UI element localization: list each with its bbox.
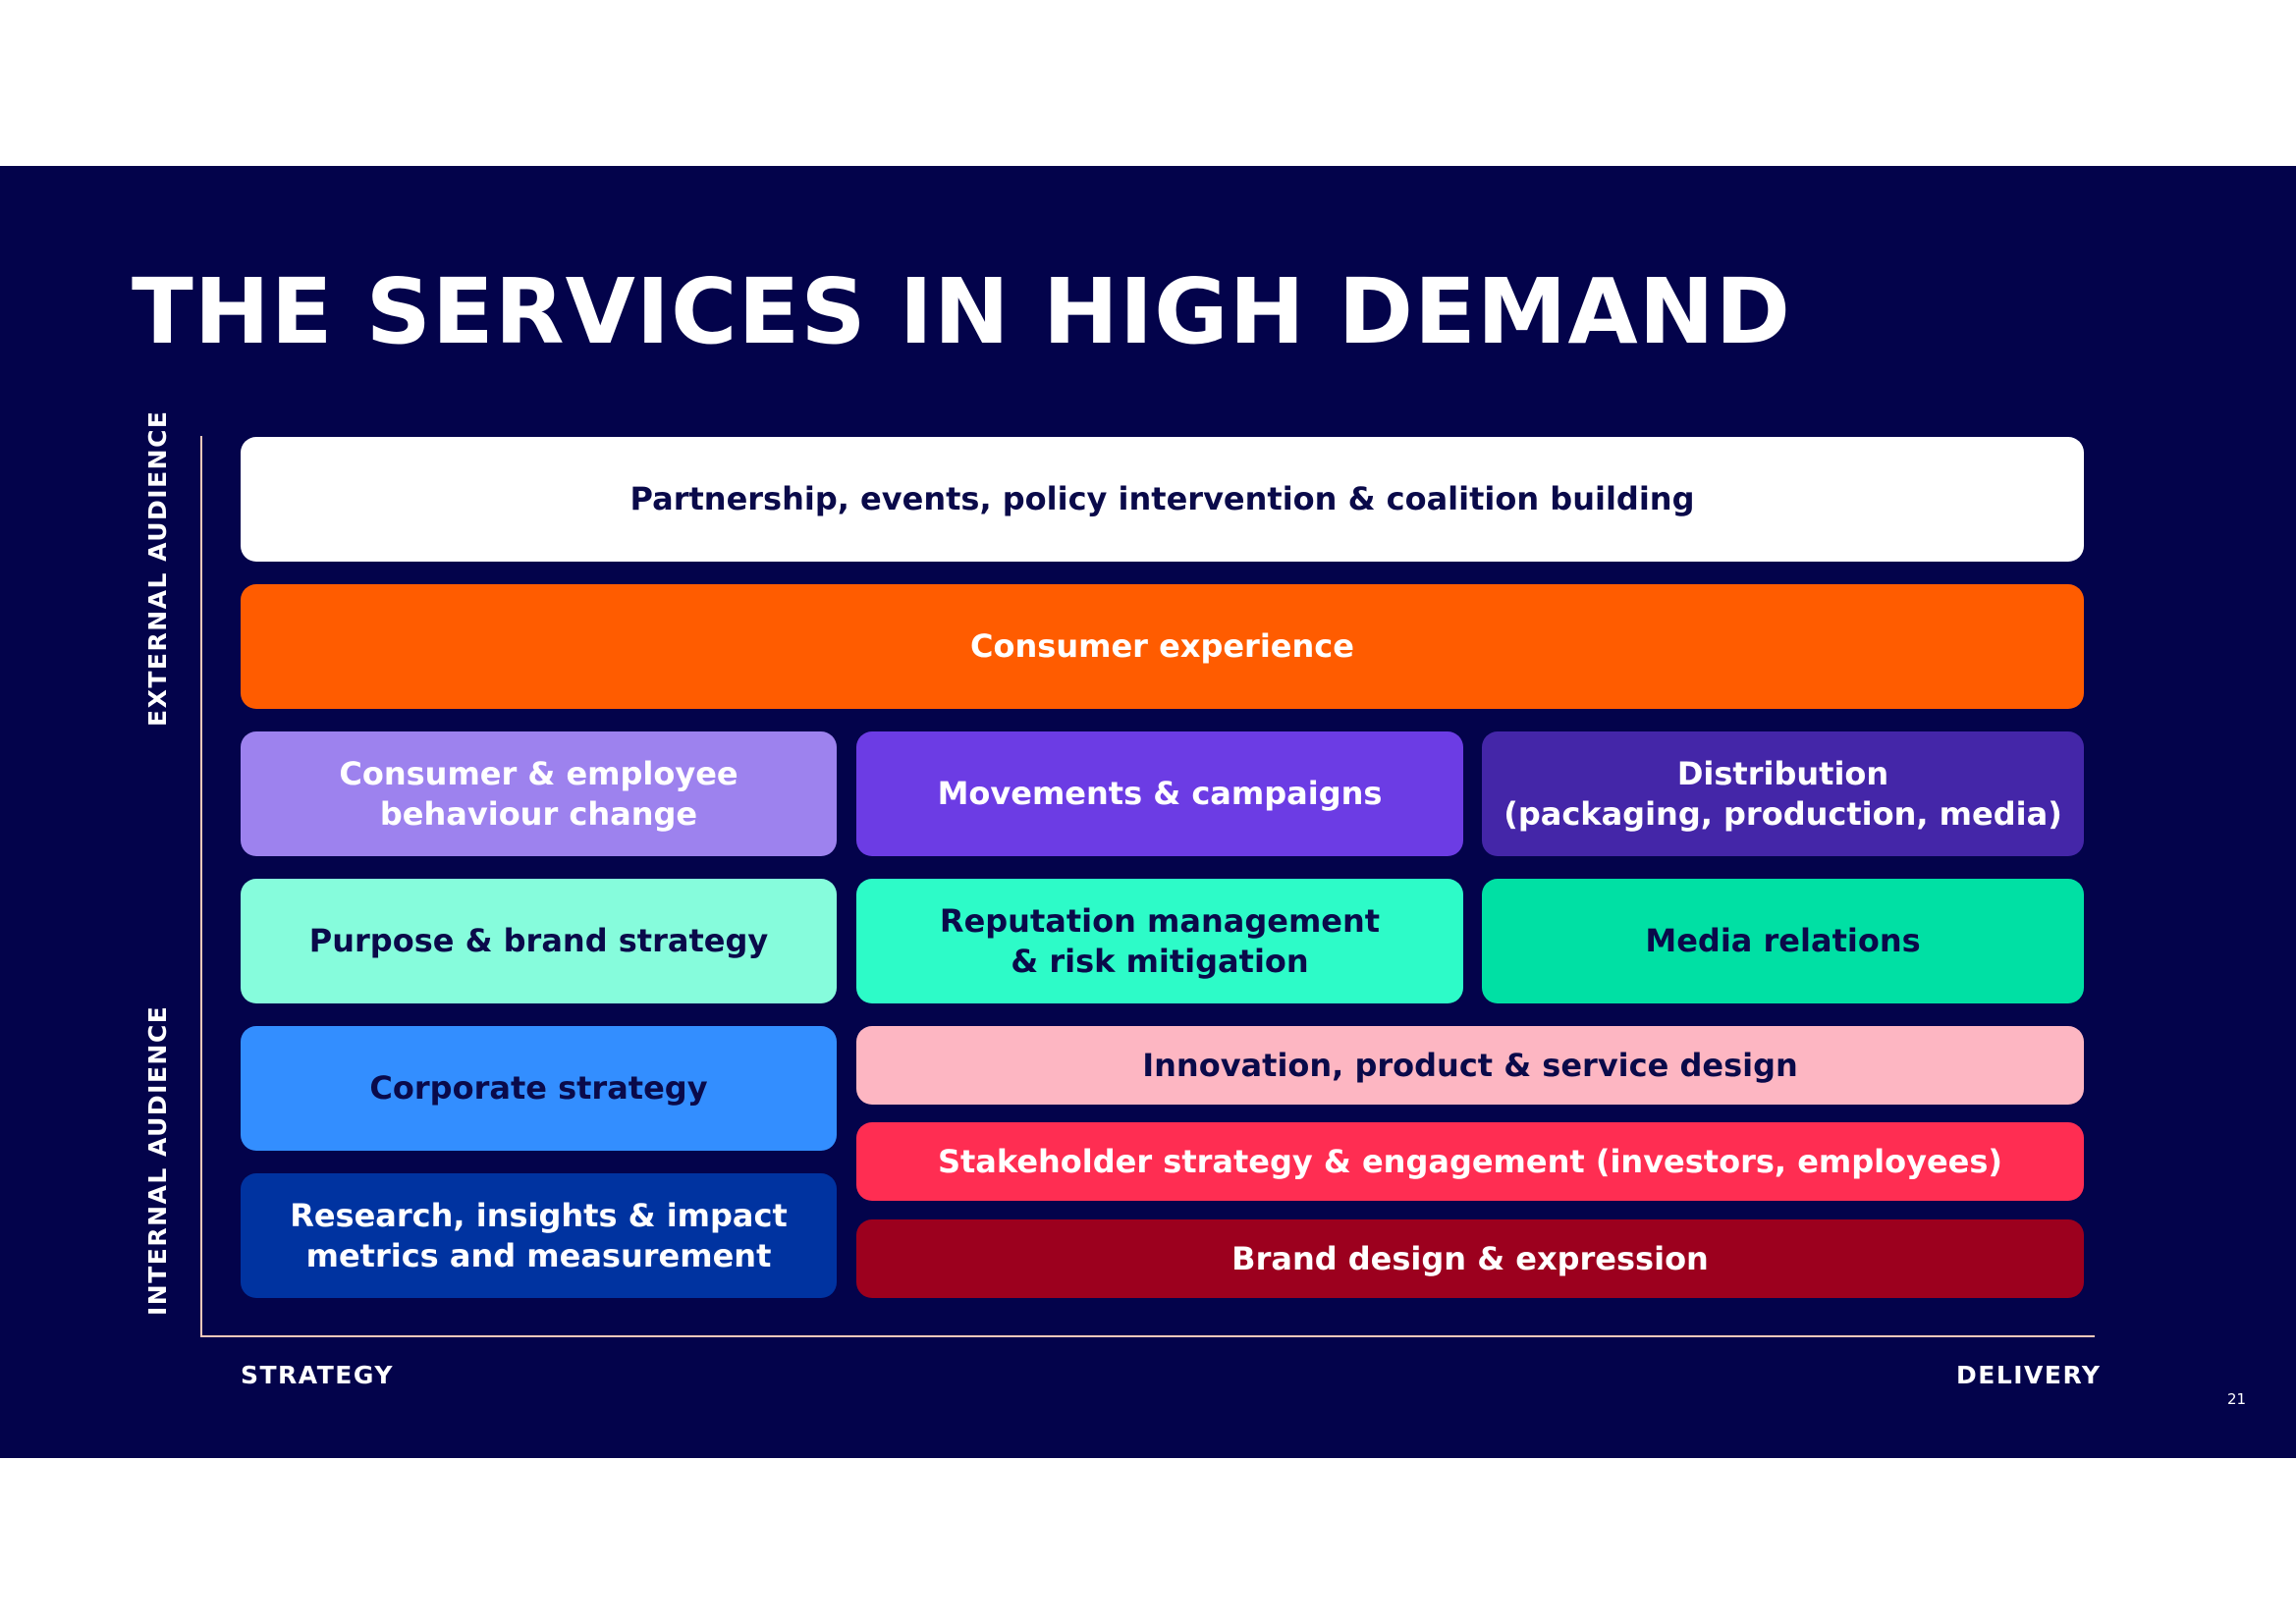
service-media-relations: Media relations (1482, 879, 2084, 1003)
y-axis-label-internal: INTERNAL AUDIENCE (143, 1004, 172, 1316)
page-title: THE SERVICES IN HIGH DEMAND (132, 259, 1792, 364)
y-axis-line (200, 436, 202, 1337)
service-corporate-strategy: Corporate strategy (241, 1026, 837, 1151)
service-research-insights: Research, insights & impact metrics and … (241, 1173, 837, 1298)
service-innovation-design: Innovation, product & service design (856, 1026, 2084, 1105)
service-brand-design: Brand design & expression (856, 1219, 2084, 1298)
x-axis-label-delivery: DELIVERY (1956, 1361, 2102, 1389)
service-behaviour-change: Consumer & employee behaviour change (241, 731, 837, 856)
service-movements-campaigns: Movements & campaigns (856, 731, 1463, 856)
page-number: 21 (2227, 1390, 2247, 1408)
service-distribution: Distribution (packaging, production, med… (1482, 731, 2084, 856)
y-axis-label-external: EXTERNAL AUDIENCE (143, 409, 172, 728)
x-axis-line (200, 1335, 2095, 1337)
service-consumer-experience: Consumer experience (241, 584, 2084, 709)
service-reputation-management: Reputation management & risk mitigation (856, 879, 1463, 1003)
service-partnership: Partnership, events, policy intervention… (241, 437, 2084, 562)
x-axis-label-strategy: STRATEGY (241, 1361, 394, 1389)
service-purpose-brand-strategy: Purpose & brand strategy (241, 879, 837, 1003)
service-stakeholder-engagement: Stakeholder strategy & engagement (inves… (856, 1122, 2084, 1201)
